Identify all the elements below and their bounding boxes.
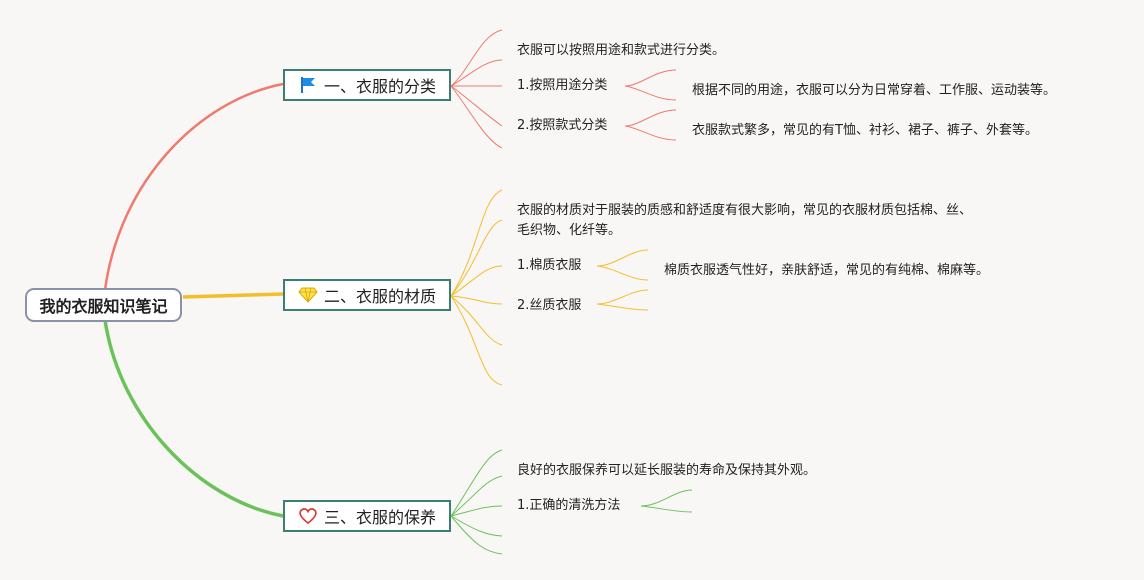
branch-label: 二、衣服的材质 — [323, 287, 436, 306]
root-label: 我的衣服知识笔记 — [39, 297, 168, 316]
detail-text: 根据不同的用途，衣服可以分为日常穿着、工作服、运动装等。 — [692, 83, 1057, 98]
connector-root-branch3 — [103, 319, 284, 518]
connector-root-branch2 — [182, 292, 284, 299]
flag-icon — [298, 75, 318, 95]
root-node[interactable]: 我的衣服知识笔记 — [25, 288, 182, 322]
sub-topic-silk[interactable]: 2.丝质衣服 — [517, 298, 582, 313]
branch2-sub-fans — [596, 249, 649, 311]
connector-root-branch1 — [103, 82, 284, 291]
branch-label: 三、衣服的保养 — [323, 508, 436, 527]
branch3-sub-fans — [640, 489, 693, 513]
detail-text: 棉质衣服透气性好，亲肤舒适，常见的有纯棉、棉麻等。 — [664, 263, 990, 278]
detail-text: 衣服款式繁多，常见的有T恤、衬衫、裙子、裤子、外套等。 — [692, 123, 1038, 138]
branch-node-classification[interactable]: 一、衣服的分类 — [283, 69, 451, 101]
branch-node-material[interactable]: 二、衣服的材质 — [283, 279, 451, 311]
diamond-icon — [298, 285, 318, 305]
branch1-sub-fans — [624, 69, 677, 141]
branch2-fan — [450, 189, 503, 386]
branch1-fan — [450, 29, 503, 149]
intro-text-line2: 毛织物、化纤等。 — [517, 223, 622, 238]
intro-text-line1: 衣服的材质对于服装的质感和舒适度有很大影响，常见的衣服材质包括棉、丝、 — [517, 203, 973, 218]
sub-topic-usage[interactable]: 1.按照用途分类 — [517, 78, 608, 93]
sub-topic-cotton[interactable]: 1.棉质衣服 — [517, 258, 582, 273]
sub-topic-washing[interactable]: 1.正确的清洗方法 — [517, 498, 621, 513]
intro-text: 衣服可以按照用途和款式进行分类。 — [517, 43, 726, 58]
heart-icon — [298, 506, 318, 526]
branch-label: 一、衣服的分类 — [323, 77, 436, 96]
sub-topic-style[interactable]: 2.按照款式分类 — [517, 118, 608, 133]
branch3-fan — [450, 449, 503, 555]
branch-node-care[interactable]: 三、衣服的保养 — [283, 500, 451, 532]
intro-text: 良好的衣服保养可以延长服装的寿命及保持其外观。 — [517, 463, 817, 478]
